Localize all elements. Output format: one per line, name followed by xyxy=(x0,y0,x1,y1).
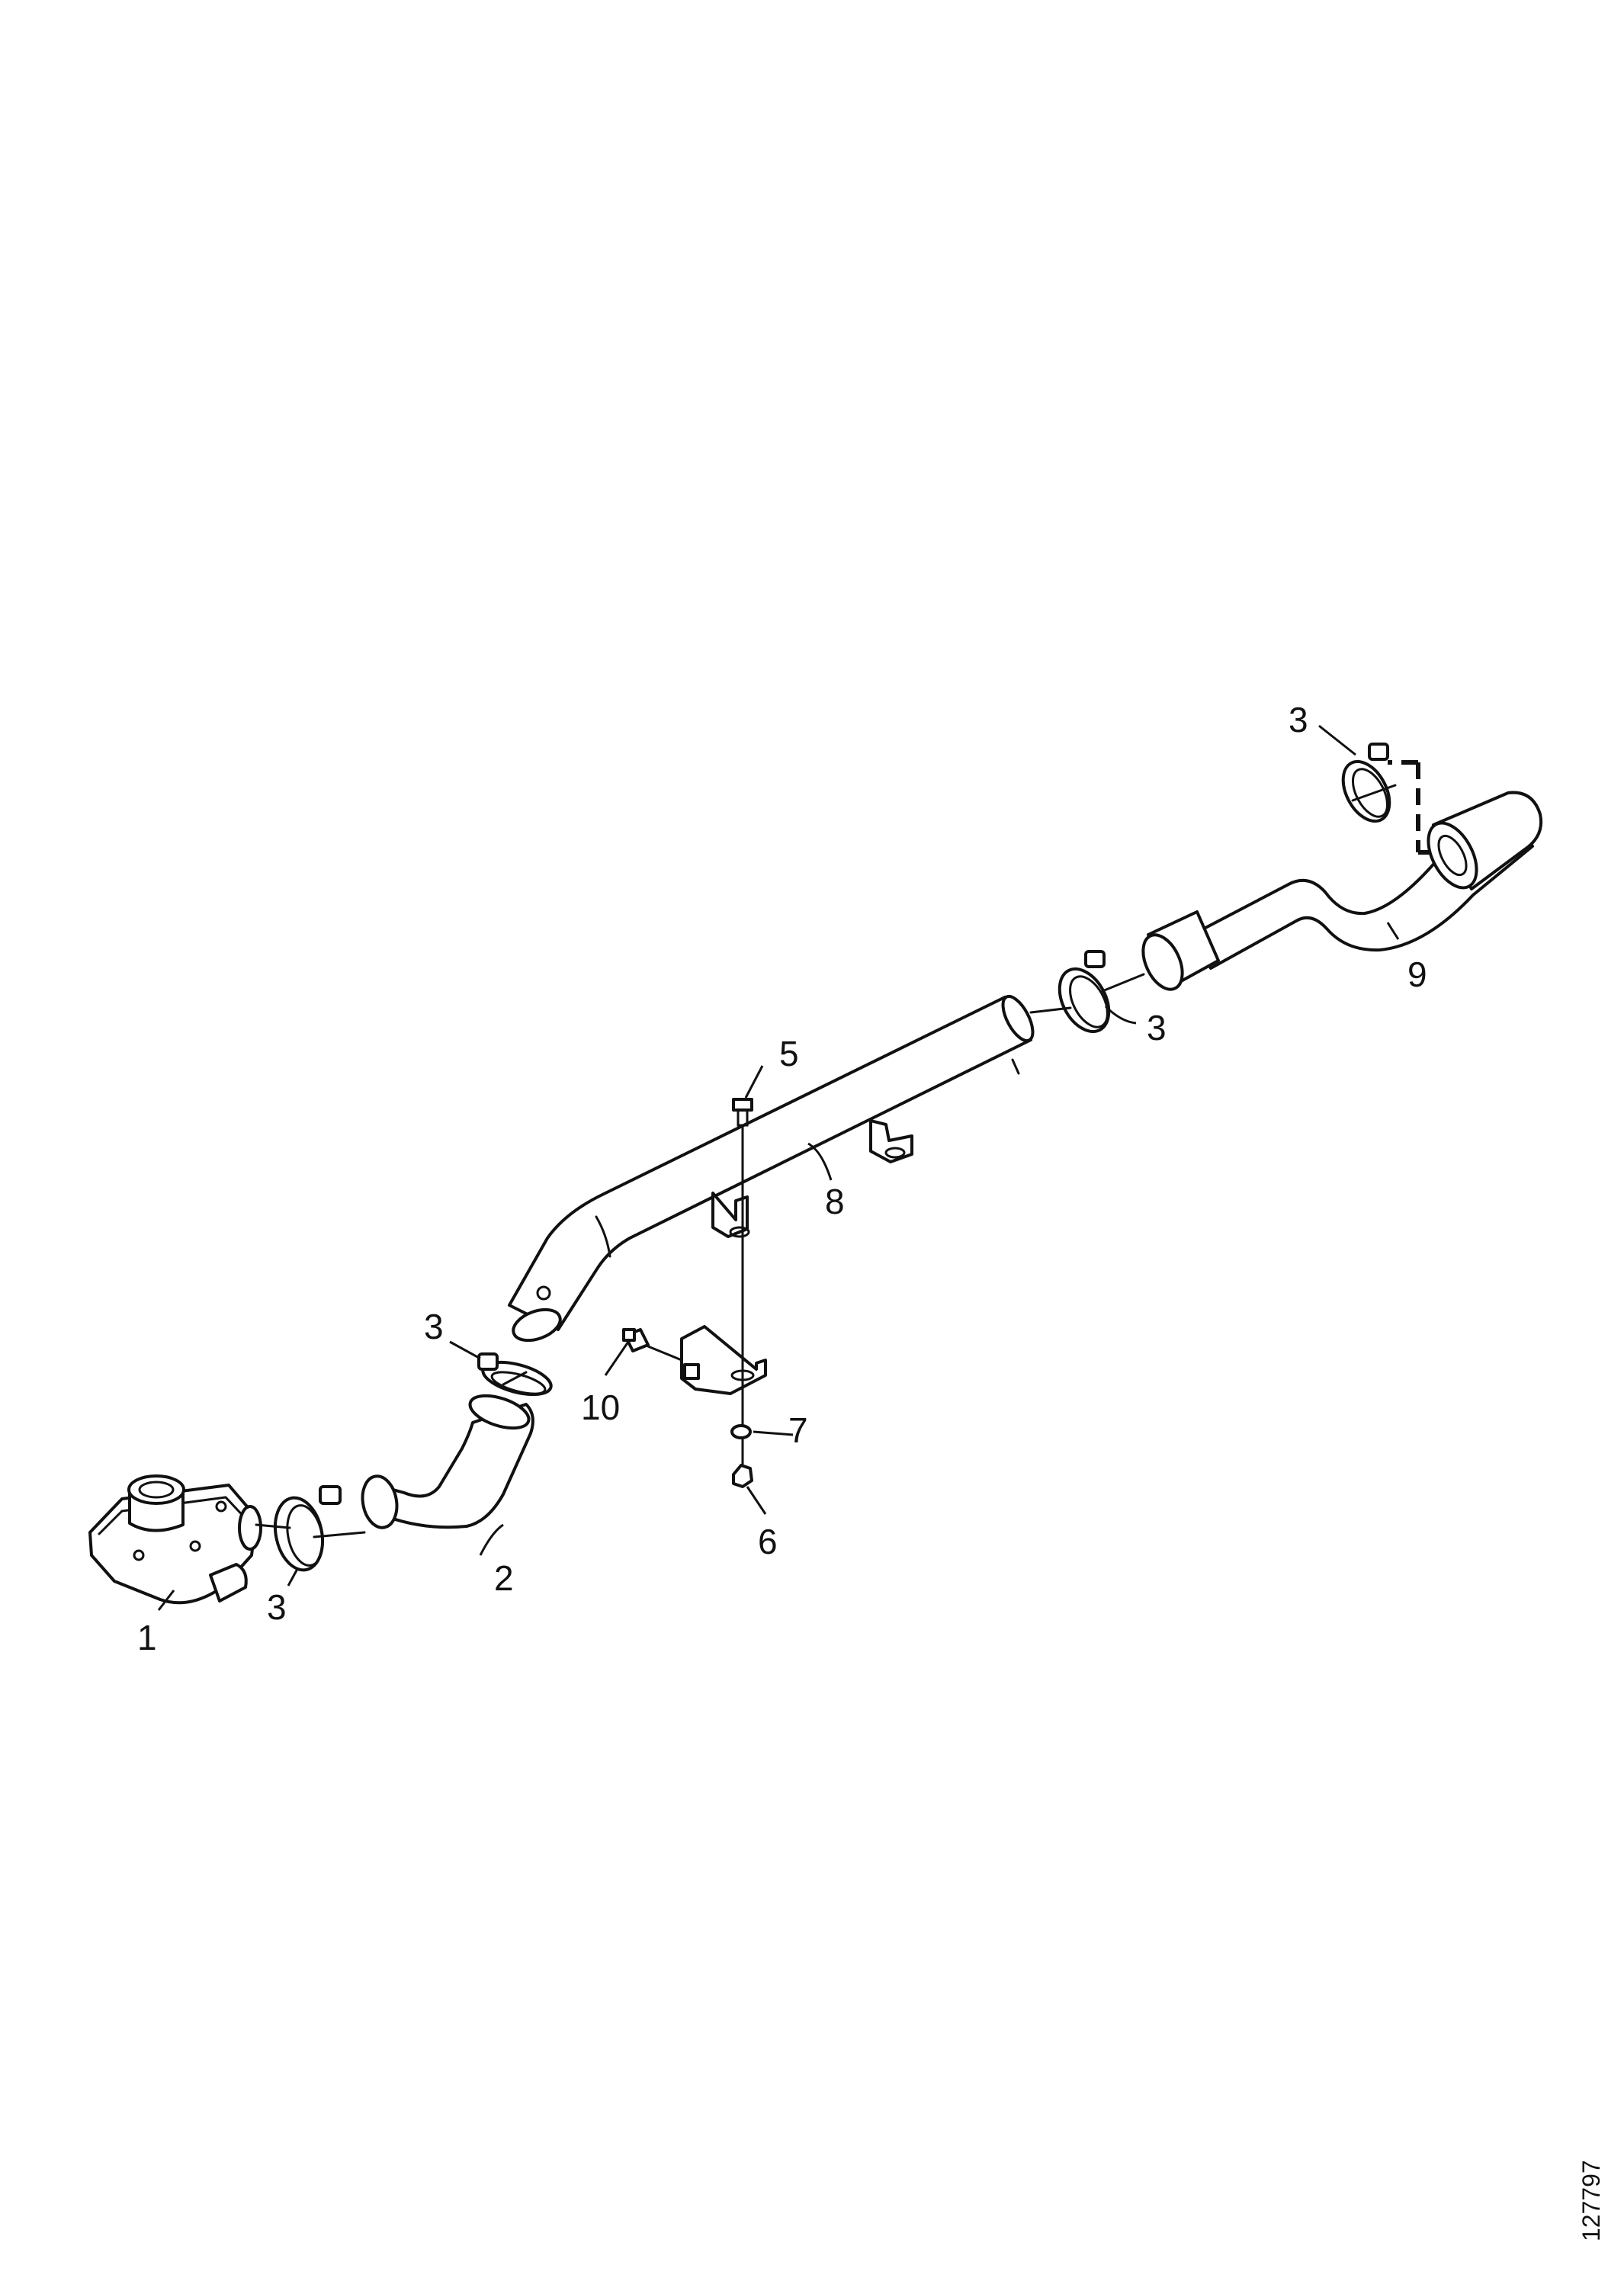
coolant-hose-end xyxy=(1141,791,1542,991)
washer xyxy=(730,1424,752,1439)
coolant-hose-bend xyxy=(361,1394,534,1529)
callout-1: 1 xyxy=(137,1618,157,1657)
bracket-screw xyxy=(622,1328,650,1352)
thermostat-housing xyxy=(88,1474,262,1605)
callout-2: 2 xyxy=(494,1558,514,1598)
callout-10: 10 xyxy=(581,1388,620,1427)
hose-clamp-lower-left xyxy=(274,1485,342,1572)
callout-6: 6 xyxy=(758,1522,778,1561)
callout-8: 8 xyxy=(825,1182,845,1221)
callout-labels: 1 3 3 2 5 7 6 8 10 3 9 3 xyxy=(137,700,1427,1657)
callout-7: 7 xyxy=(788,1410,808,1450)
pipe-bracket-tab-left xyxy=(711,1192,750,1238)
callout-5: 5 xyxy=(779,1034,799,1073)
callout-leaders xyxy=(157,724,1400,1611)
figure-reference-number: 127797 xyxy=(1577,2160,1605,2241)
hose-clamp-center-right xyxy=(1058,950,1111,1034)
callout-3-lower-left: 3 xyxy=(267,1587,287,1627)
nut xyxy=(732,1464,753,1488)
pipe-bracket-tab-right xyxy=(869,1119,913,1163)
callout-9: 9 xyxy=(1407,954,1427,994)
callout-3-center-right: 3 xyxy=(1147,1008,1167,1048)
callout-3-middle: 3 xyxy=(424,1307,444,1346)
assembly-axis-lines xyxy=(255,760,1430,1538)
callout-3-upper-right: 3 xyxy=(1289,700,1308,740)
coolant-pipe xyxy=(508,994,1035,1343)
support-bracket xyxy=(680,1325,767,1395)
hose-clamp-upper-right xyxy=(1341,743,1391,823)
